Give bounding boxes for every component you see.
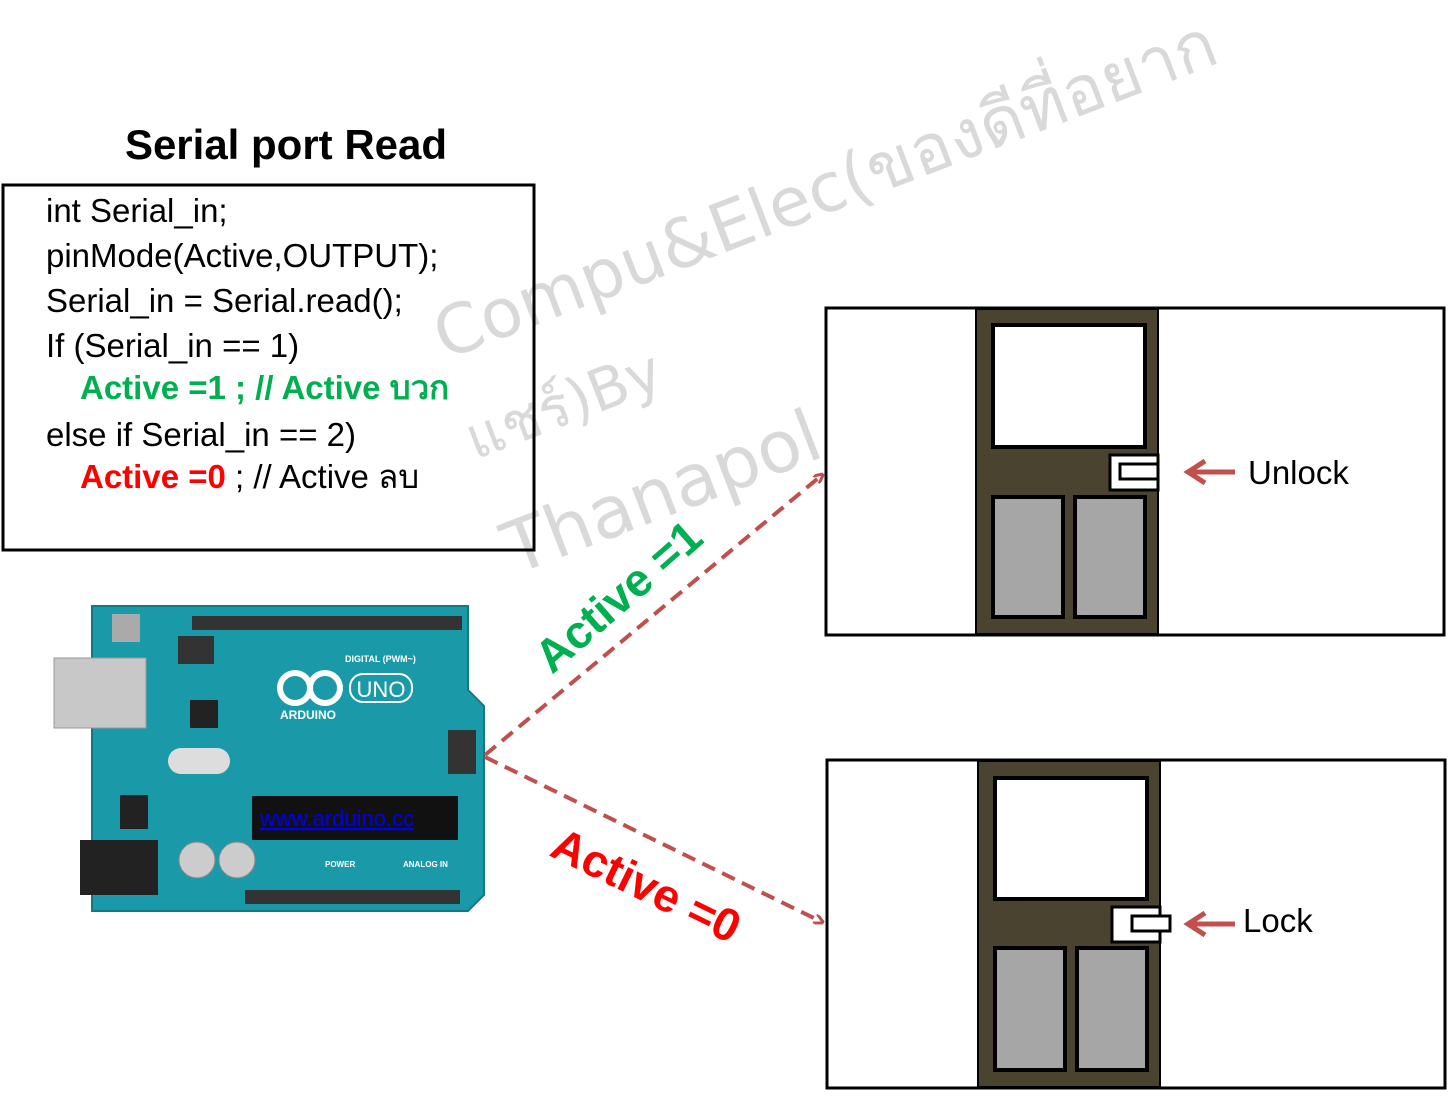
page-title: Serial port Read <box>125 121 447 168</box>
code-block: int Serial_in; pinMode(Active,OUTPUT); S… <box>46 192 449 495</box>
power-analog-header <box>245 890 460 904</box>
code-line-2: pinMode(Active,OUTPUT); <box>46 237 438 274</box>
power-label: POWER <box>325 860 355 869</box>
reset-button <box>112 614 140 642</box>
digital-label: DIGITAL (PWM~) <box>345 654 416 664</box>
board-brand: ARDUINO <box>280 708 336 722</box>
regulator <box>120 795 148 829</box>
code-line-7-active: Active =0 <box>80 458 226 495</box>
icsp2-header <box>448 730 476 774</box>
code-line-5: Active =1 ; // Active บวก <box>80 369 449 406</box>
board-model: UNO <box>357 677 406 702</box>
arduino-infinity-logo <box>277 670 343 706</box>
power-jack <box>80 840 158 895</box>
crystal <box>168 748 230 774</box>
arrow-active-1 <box>483 475 822 757</box>
microcontroller-chip <box>252 796 458 840</box>
unlock-label: Unlock <box>1248 454 1349 491</box>
code-line-7: Active =0 ; // Active ลบ <box>80 458 419 495</box>
door-unlocked: Unlock <box>824 306 1446 637</box>
unlock-arrow-head-icon <box>1183 458 1207 486</box>
code-box <box>1 183 536 552</box>
uno-badge <box>349 673 413 703</box>
capacitor-1 <box>178 841 216 879</box>
code-line-3: Serial_in = Serial.read(); <box>46 282 403 319</box>
capacitor-2 <box>218 841 256 879</box>
analog-label: ANALOG IN <box>403 860 448 869</box>
usb-port <box>53 657 147 729</box>
lock-label: Lock <box>1243 902 1313 939</box>
code-line-7-comment: ; // Active ลบ <box>226 458 419 495</box>
code-line-1: int Serial_in; <box>46 192 228 229</box>
code-line-4: If (Serial_in == 1) <box>46 327 299 364</box>
arduino-board: UNO ARDUINO DIGITAL (PWM~) POWER ANALOG … <box>53 605 485 912</box>
arduino-url-link[interactable]: www.arduino.cc <box>259 806 414 831</box>
code-line-6: else if Serial_in == 2) <box>46 416 356 453</box>
icsp-header <box>178 636 214 664</box>
digital-header <box>192 616 462 630</box>
usb-chip <box>190 700 218 728</box>
lock-arrow-head-icon <box>1183 910 1207 938</box>
door-locked: Lock <box>825 758 1447 1090</box>
arrow-active-0 <box>484 755 822 922</box>
